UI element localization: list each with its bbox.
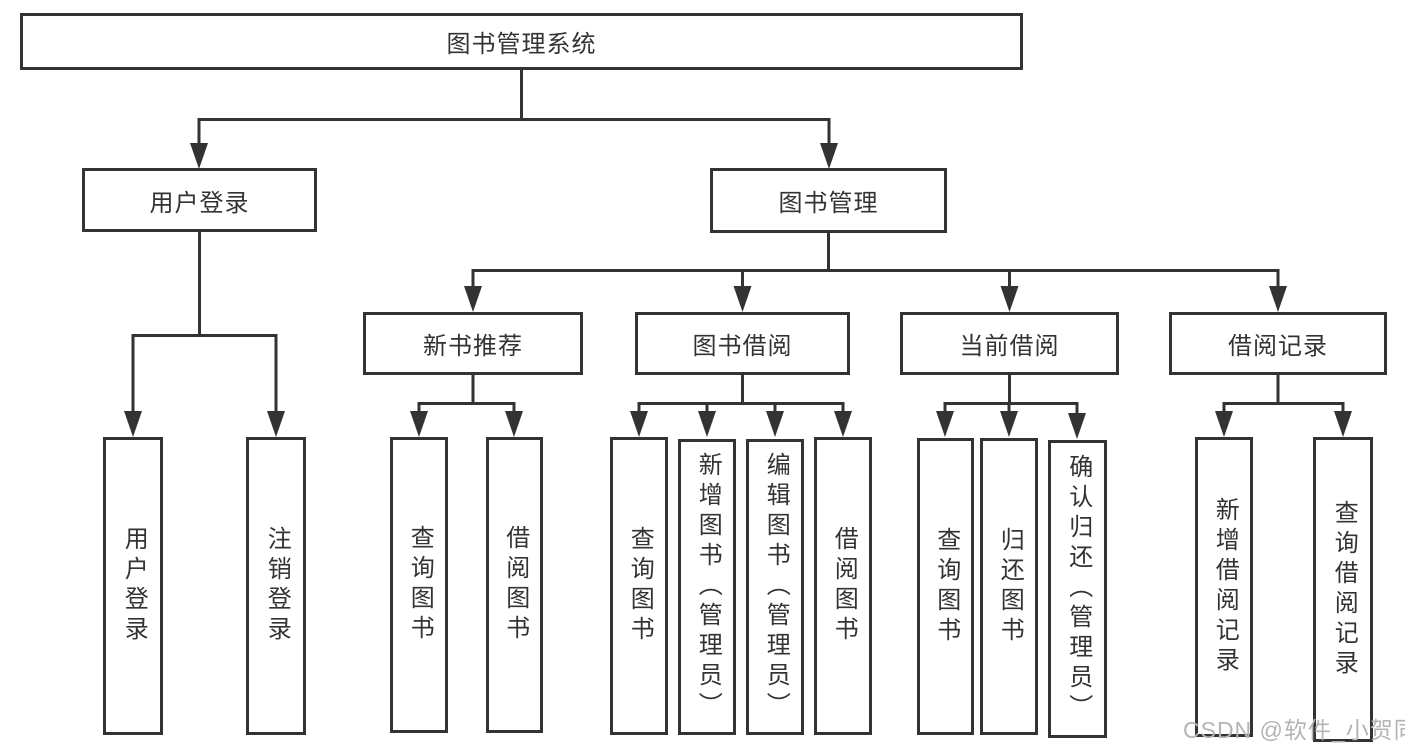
leaf-borrow-books: 借阅图书 xyxy=(814,437,872,735)
connector-borrow-records-children xyxy=(1215,375,1352,437)
arrowhead-icon xyxy=(1269,286,1287,312)
leaf-add-book-admin: 新增图书（管理员） xyxy=(678,439,736,735)
arrowhead-icon xyxy=(124,411,142,437)
arrowhead-icon xyxy=(410,411,428,437)
leaf-query-books: 查询图书 xyxy=(610,437,668,735)
connector-book-borrow-children xyxy=(630,375,852,437)
node-book-borrow: 图书借阅 xyxy=(635,312,850,375)
node-new-book-recommend: 新书推荐 xyxy=(363,312,583,375)
arrowhead-icon xyxy=(464,286,482,312)
arrowhead-icon xyxy=(766,411,784,437)
leaf-confirm-return-admin: 确认归还（管理员） xyxy=(1048,440,1107,738)
node-library-management-system: 图书管理系统 xyxy=(20,13,1023,70)
connector-book-mgmt-to-level3 xyxy=(464,233,1287,312)
arrowhead-icon xyxy=(630,411,648,437)
connector-user-login-children xyxy=(124,232,285,437)
arrowhead-icon xyxy=(190,143,208,169)
arrowhead-icon xyxy=(505,411,523,437)
connector-current-borrow-children xyxy=(936,375,1086,439)
arrowhead-icon xyxy=(267,411,285,437)
connector-root-to-level2 xyxy=(190,70,838,169)
arrowhead-icon xyxy=(1068,413,1086,439)
leaf-query-books: 查询图书 xyxy=(917,438,974,735)
node-book-management: 图书管理 xyxy=(710,168,947,233)
connector-new-book-children xyxy=(410,375,523,437)
leaf-add-borrow-record: 新增借阅记录 xyxy=(1195,437,1253,737)
leaf-logout-login: 注销登录 xyxy=(246,437,306,735)
csdn-watermark: CSDN @软件_小贺同学 xyxy=(1183,717,1405,743)
arrowhead-icon xyxy=(834,411,852,437)
leaf-return-books: 归还图书 xyxy=(980,438,1038,735)
arrowhead-icon xyxy=(698,411,716,437)
node-user-login: 用户登录 xyxy=(82,168,317,232)
leaf-query-books: 查询图书 xyxy=(390,437,448,733)
arrowhead-icon xyxy=(820,143,838,169)
leaf-borrow-books: 借阅图书 xyxy=(486,437,543,733)
arrowhead-icon xyxy=(1000,286,1019,312)
node-current-borrow: 当前借阅 xyxy=(900,312,1119,375)
arrowhead-icon xyxy=(936,411,954,437)
arrowhead-icon xyxy=(733,286,752,312)
arrowhead-icon xyxy=(1215,411,1233,437)
leaf-edit-book-admin: 编辑图书（管理员） xyxy=(746,439,804,735)
node-borrow-records: 借阅记录 xyxy=(1169,312,1387,375)
leaf-user-login: 用户登录 xyxy=(103,437,163,735)
arrowhead-icon xyxy=(1334,411,1352,437)
leaf-query-borrow-record: 查询借阅记录 xyxy=(1313,437,1373,742)
arrowhead-icon xyxy=(1000,411,1018,437)
